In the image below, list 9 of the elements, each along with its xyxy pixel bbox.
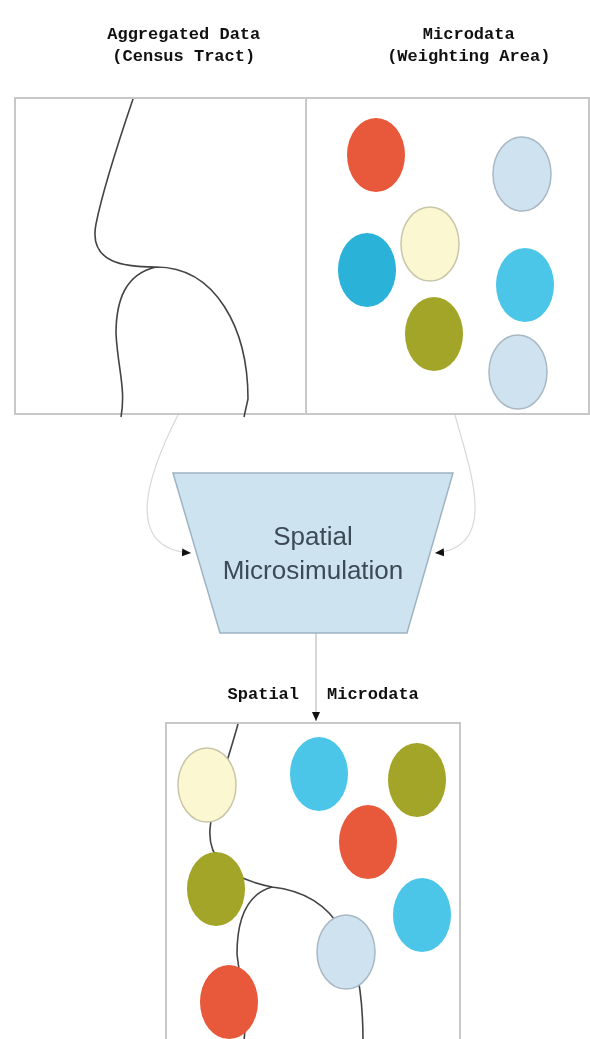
arrow	[434, 414, 476, 556]
panel-heading: Microdata	[327, 684, 419, 706]
process-trapezoid	[173, 473, 453, 633]
panel-heading: Microdata (Weighting Area)	[386, 24, 552, 68]
arrow	[146, 414, 192, 556]
process-label: Spatial Microsimulation	[221, 520, 405, 587]
panel-heading: Spatial	[227, 684, 299, 706]
panel-heading: Aggregated Data (Census Tract)	[106, 24, 262, 68]
arrow	[312, 632, 320, 722]
